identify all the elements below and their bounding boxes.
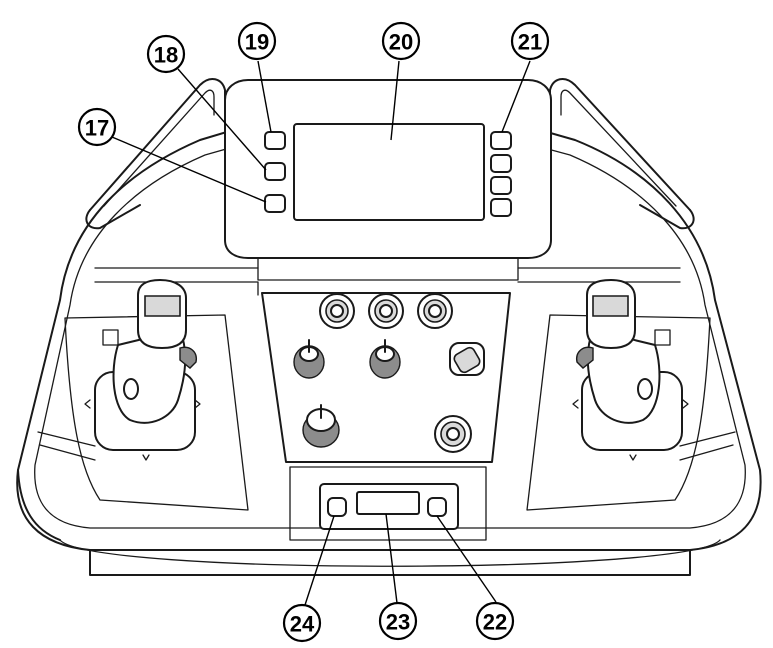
bottom-panel [289,466,487,541]
callout-17: 17 [77,107,117,147]
right-key-4[interactable] [490,198,512,217]
knob-bottom-right[interactable] [434,415,472,453]
left-handle [85,78,226,230]
selector-switch[interactable] [449,342,485,376]
right-handle [549,78,695,230]
large-rotary-knob[interactable] [302,404,340,448]
callout-20: 20 [381,21,421,61]
svg-text:19: 19 [245,30,269,55]
left-joystick[interactable] [112,279,197,424]
bottom-left-button[interactable] [327,497,347,517]
console-body [16,109,762,576]
right-key-1[interactable] [490,131,512,150]
svg-text:21: 21 [518,30,542,55]
callout-22: 22 [475,601,515,641]
callout-18: 18 [146,34,186,74]
svg-text:17: 17 [85,116,109,141]
rotary-knob-center[interactable] [369,339,401,379]
bottom-display [356,491,420,515]
rotary-knob-left[interactable] [293,339,325,379]
callout-19: 19 [237,21,277,61]
knob-top-2[interactable] [368,293,404,329]
svg-text:20: 20 [389,30,413,55]
left-key-middle[interactable] [264,162,286,181]
display-screen [293,123,485,221]
right-joystick[interactable] [576,279,661,424]
svg-text:24: 24 [290,612,315,637]
left-key-lower[interactable] [264,194,286,213]
callout-21: 21 [510,21,550,61]
callout-24: 24 [282,603,322,643]
knob-top-3[interactable] [417,293,453,329]
svg-text:22: 22 [483,610,507,635]
svg-text:23: 23 [386,610,410,635]
left-joystick-area [37,279,249,511]
leader-lines [111,60,531,606]
center-control-panel [261,292,511,463]
display-housing [224,79,552,281]
right-key-2[interactable] [490,154,512,173]
left-key-upper[interactable] [264,131,286,150]
right-key-3[interactable] [490,176,512,195]
right-joystick-area [526,279,736,511]
callout-23: 23 [378,601,418,641]
knob-top-1[interactable] [319,293,355,329]
svg-text:18: 18 [154,43,178,68]
bottom-right-button[interactable] [427,497,447,517]
